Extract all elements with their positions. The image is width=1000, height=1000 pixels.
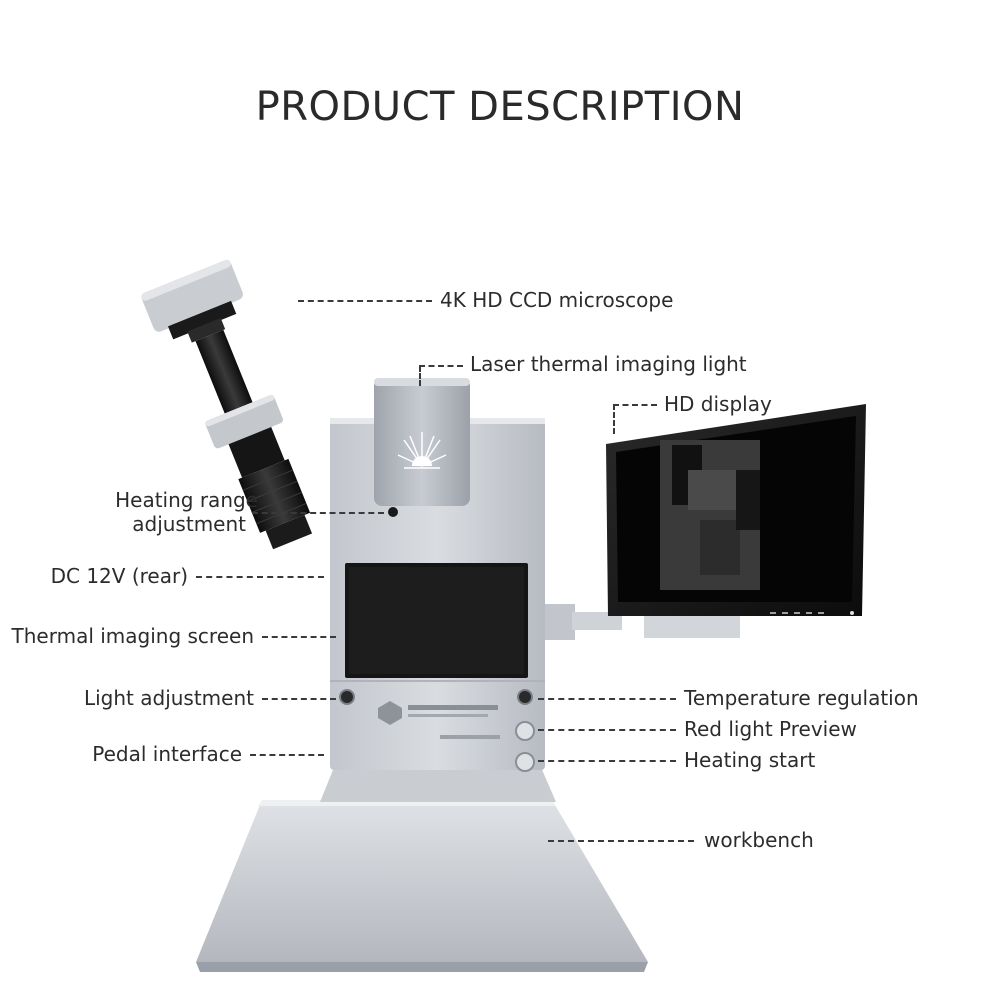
leader-microscope xyxy=(298,300,432,302)
label-temperature-regulation: Temperature regulation xyxy=(684,686,919,710)
label-red-light-preview: Red light Preview xyxy=(684,717,857,741)
leader-heating-start xyxy=(538,760,676,762)
label-workbench: workbench xyxy=(704,828,814,852)
label-thermal-screen: Thermal imaging screen xyxy=(11,624,254,648)
label-laser-light: Laser thermal imaging light xyxy=(470,352,747,376)
label-pedal-interface: Pedal interface xyxy=(92,742,242,766)
light-adjustment-knob xyxy=(339,689,355,705)
page-title: PRODUCT DESCRIPTION xyxy=(255,84,745,130)
leader-thermal-screen xyxy=(262,636,336,638)
label-heating-start: Heating start xyxy=(684,748,816,772)
leader-pedal-interface xyxy=(250,754,324,756)
leader-dc-power xyxy=(196,576,324,578)
leader-hd-display-vertical xyxy=(613,404,615,434)
red-light-button xyxy=(515,721,535,741)
hd-display-monitor xyxy=(606,404,866,616)
microscope xyxy=(141,259,313,550)
leader-workbench xyxy=(548,840,694,842)
label-heating-range-line2: adjustment xyxy=(132,512,246,536)
label-dc-power: DC 12V (rear) xyxy=(50,564,188,588)
stand-post xyxy=(320,765,556,802)
leader-red-light-preview xyxy=(538,729,676,731)
label-light-adjustment: Light adjustment xyxy=(83,686,254,710)
heating-start-button xyxy=(515,752,535,772)
workbench-base xyxy=(196,800,648,972)
brand-logo xyxy=(378,701,402,725)
laser-unit xyxy=(374,378,470,517)
leader-light-adjustment xyxy=(262,698,336,700)
leader-heating-range xyxy=(252,512,384,514)
leader-laser-light xyxy=(419,365,463,367)
temperature-knob xyxy=(517,689,533,705)
leader-temperature-regulation xyxy=(538,698,676,700)
label-heating-range-line1: Heating range xyxy=(115,488,258,512)
leader-hd-display xyxy=(613,404,657,406)
label-microscope: 4K HD CCD microscope xyxy=(440,288,674,312)
leader-laser-light-vertical xyxy=(419,366,421,386)
label-hd-display: HD display xyxy=(664,392,772,416)
